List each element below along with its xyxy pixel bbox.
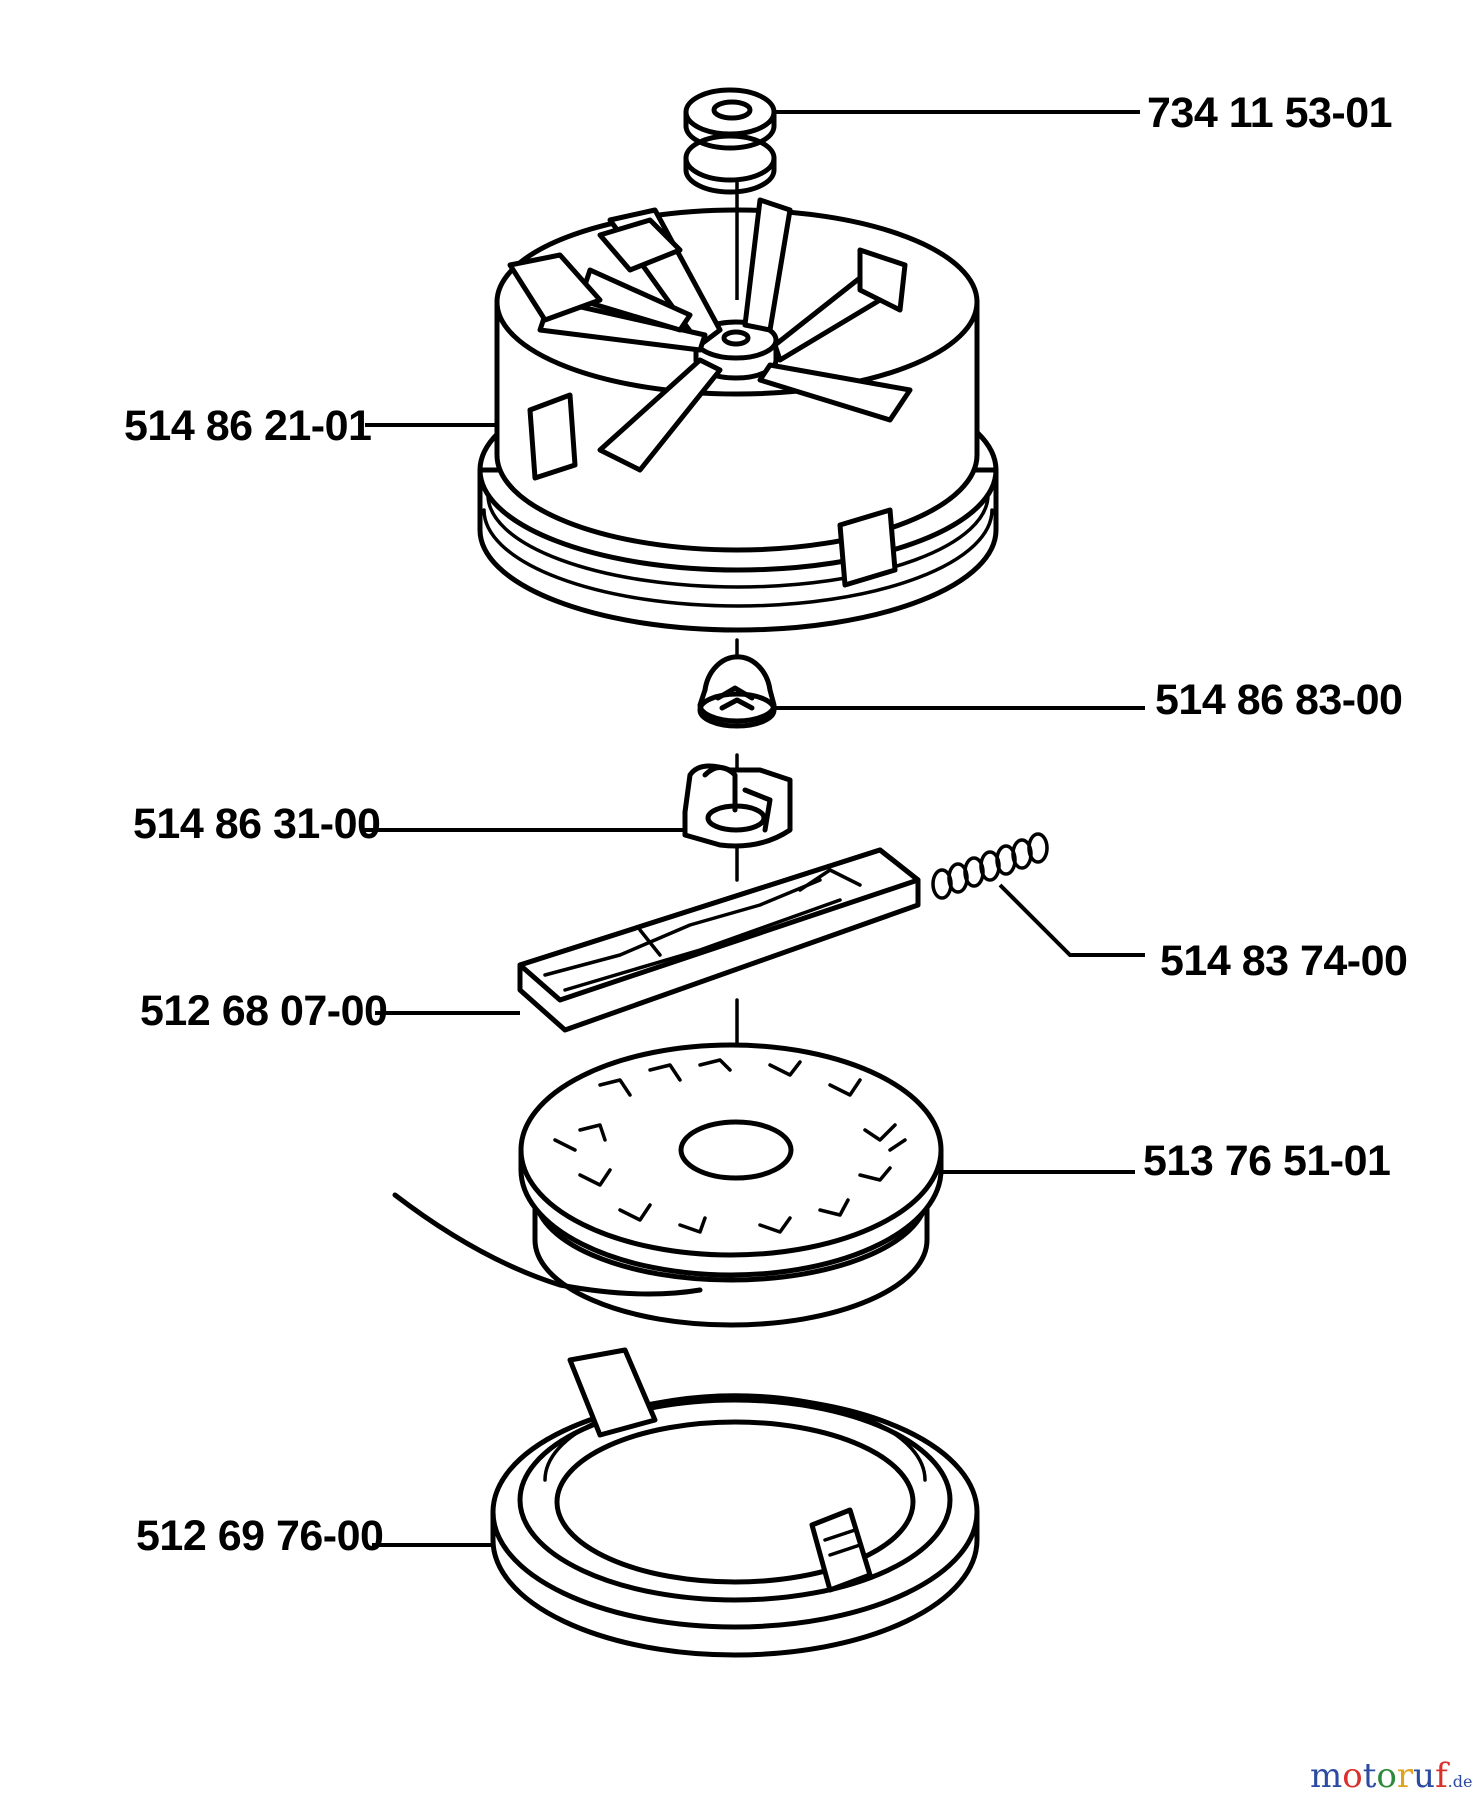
leader-lines <box>362 110 1145 1547</box>
watermark-letter: u <box>1413 1756 1435 1796</box>
part-number-clip: 514 86 31-00 <box>133 800 380 848</box>
part-number-spool: 513 76 51-01 <box>1143 1137 1390 1185</box>
part-number-washer: 514 86 83-00 <box>1155 676 1402 724</box>
part-clip <box>682 763 793 849</box>
watermark-letter: m <box>1310 1756 1342 1796</box>
svg-text:motoruf.de: motoruf.de <box>1310 1756 1472 1796</box>
part-cover <box>490 1347 980 1658</box>
part-number-spring: 514 83 74-00 <box>1160 937 1407 985</box>
part-number-fan-housing: 514 86 21-01 <box>124 402 371 450</box>
watermark-letter: o <box>1342 1756 1362 1796</box>
part-washer <box>697 654 777 729</box>
part-slide-plate <box>517 847 921 1033</box>
watermark-suffix: .de <box>1448 1772 1473 1791</box>
part-fan-housing <box>477 197 999 633</box>
watermark-letter: f <box>1435 1756 1450 1796</box>
watermark-logo: motoruf.de <box>1310 1756 1472 1796</box>
part-number-nut: 734 11 53-01 <box>1147 89 1392 137</box>
watermark-letter: t <box>1363 1756 1377 1796</box>
watermark-letter: o <box>1376 1756 1396 1796</box>
part-number-slide-plate: 512 68 07-00 <box>140 987 387 1035</box>
part-number-cover: 512 69 76-00 <box>136 1512 383 1560</box>
part-spool <box>392 1042 944 1328</box>
watermark-letter: r <box>1397 1756 1414 1796</box>
part-spring <box>931 832 1049 900</box>
part-nut <box>683 87 777 195</box>
